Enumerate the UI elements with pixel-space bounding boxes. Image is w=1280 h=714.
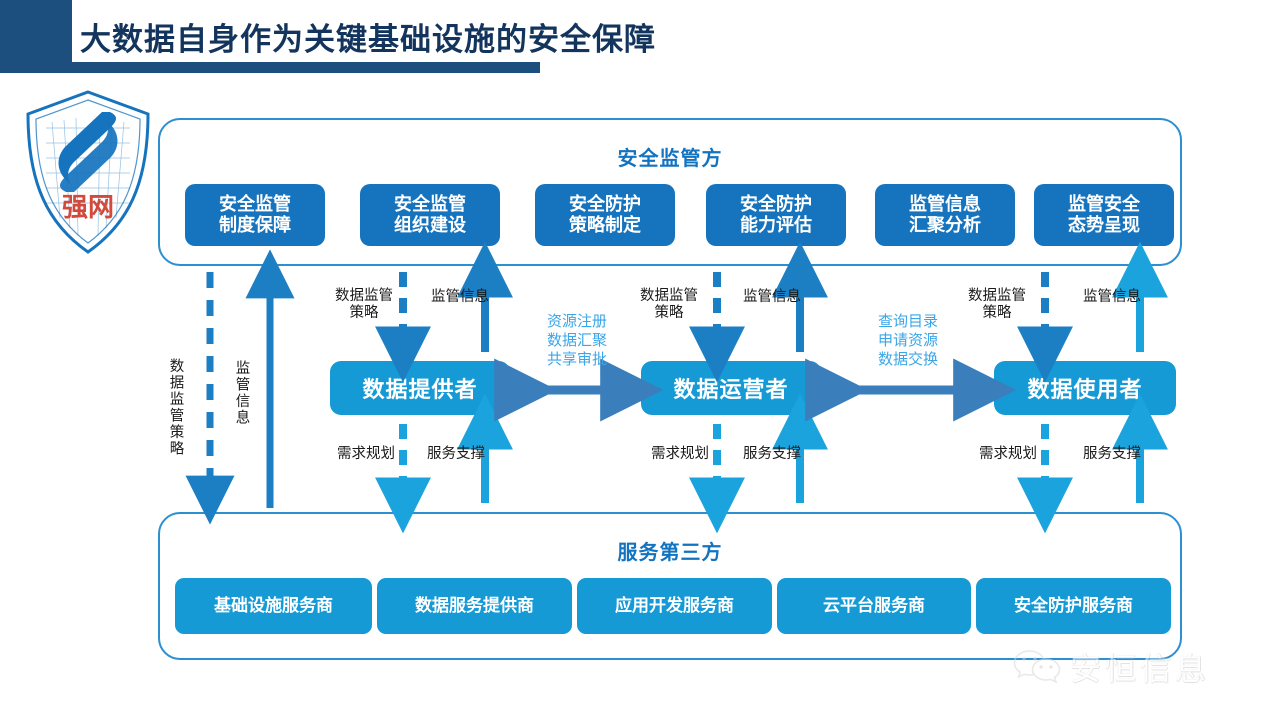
label-operator-service-up: 服务支撑	[743, 446, 801, 462]
watermark-text: 安恒信息	[1070, 651, 1210, 687]
exchange-line1: 查询目录	[877, 313, 938, 330]
chip-regulator-5[interactable]: 监管安全态势呈现	[1034, 184, 1174, 246]
chip-regulator-3[interactable]: 安全防护能力评估	[706, 184, 846, 246]
label-provider-service-up: 服务支撑	[427, 446, 485, 462]
chip-third-party-3[interactable]: 云平台服务商	[777, 578, 971, 634]
chip-third-party-4[interactable]: 安全防护服务商	[976, 578, 1171, 634]
chip-line1: 安全防护	[569, 193, 641, 214]
chip-line2: 态势呈现	[1068, 215, 1140, 235]
role-box-data-provider[interactable]: 数据提供者	[330, 361, 510, 415]
label-provider-info-up: 监管信息	[431, 289, 489, 305]
role-box-data-user[interactable]: 数据使用者	[994, 361, 1176, 415]
exchange-line3: 数据交换	[877, 350, 938, 368]
chip-line1: 安全监管	[394, 193, 466, 214]
label-operator-info-up: 监管信息	[743, 289, 801, 305]
label-outer-policy-down: 数据监管策略	[167, 357, 184, 457]
label-exchange-operator-user: 查询目录 申请资源 数据交换	[864, 313, 952, 369]
label-line2: 策略	[349, 304, 379, 321]
label-provider-policy-down: 数据监管 策略	[325, 288, 403, 321]
label-line1: 数据监管	[968, 288, 1026, 304]
label-user-service-up: 服务支撑	[1083, 446, 1141, 462]
wechat-icon	[1013, 650, 1061, 684]
chip-line2: 能力评估	[740, 215, 812, 235]
panel-third-party-title: 服务第三方	[617, 542, 723, 564]
chip-third-party-1[interactable]: 数据服务提供商	[377, 578, 572, 634]
exchange-line1: 资源注册	[546, 313, 607, 330]
title-underline-rule	[0, 62, 540, 73]
chip-line2: 汇聚分析	[909, 215, 981, 235]
exchange-line3: 共享审批	[546, 350, 607, 368]
page-title: 大数据自身作为关键基础设施的安全保障	[80, 22, 656, 57]
logo-text: 强网	[62, 193, 114, 223]
label-provider-demand-down: 需求规划	[337, 446, 395, 462]
chip-line1: 安全防护	[740, 193, 812, 214]
label-line1: 数据监管	[335, 288, 393, 304]
chip-line2: 策略制定	[569, 215, 641, 235]
label-line2: 策略	[654, 304, 684, 321]
role-box-data-operator[interactable]: 数据运营者	[641, 361, 821, 415]
chip-regulator-4[interactable]: 监管信息汇聚分析	[875, 184, 1015, 246]
label-user-info-up: 监管信息	[1083, 289, 1141, 305]
chip-line2: 制度保障	[219, 215, 291, 235]
label-line2: 策略	[982, 304, 1012, 321]
label-line1: 数据监管	[640, 288, 698, 304]
chip-line1: 监管信息	[909, 193, 981, 214]
watermark: 安恒信息	[1012, 638, 1274, 694]
label-user-policy-down: 数据监管 策略	[958, 288, 1036, 321]
label-operator-policy-down: 数据监管 策略	[630, 288, 708, 321]
exchange-line2: 数据汇聚	[546, 331, 607, 349]
chip-third-party-0[interactable]: 基础设施服务商	[175, 578, 372, 634]
title-accent-block	[0, 0, 72, 62]
chip-regulator-1[interactable]: 安全监管组织建设	[360, 184, 500, 246]
chip-line1: 安全监管	[219, 193, 291, 214]
label-exchange-provider-operator: 资源注册 数据汇聚 共享审批	[533, 313, 621, 369]
panel-regulator-title: 安全监管方	[617, 148, 723, 170]
label-user-demand-down: 需求规划	[979, 446, 1037, 462]
label-operator-demand-down: 需求规划	[651, 446, 709, 462]
chip-third-party-2[interactable]: 应用开发服务商	[577, 578, 772, 634]
chip-line2: 组织建设	[394, 215, 466, 235]
qiangwang-shield-logo: 强网	[22, 88, 154, 258]
chip-regulator-2[interactable]: 安全防护策略制定	[535, 184, 675, 246]
label-outer-info-up: 监管信息	[233, 360, 250, 426]
chip-line1: 监管安全	[1068, 193, 1140, 214]
exchange-line2: 申请资源	[877, 331, 938, 349]
chip-regulator-0[interactable]: 安全监管制度保障	[185, 184, 325, 246]
